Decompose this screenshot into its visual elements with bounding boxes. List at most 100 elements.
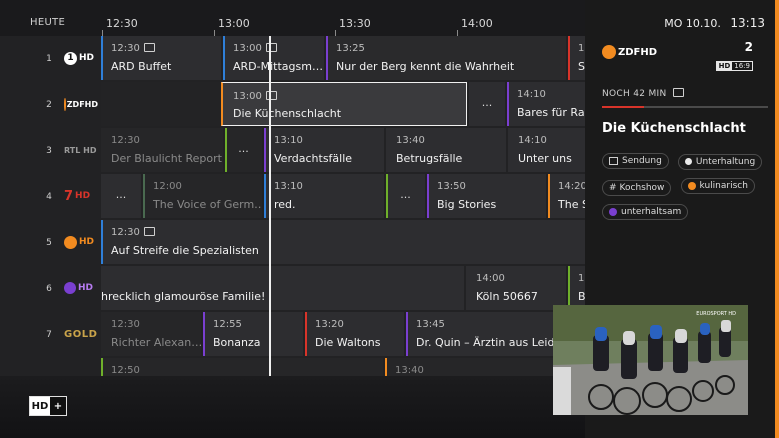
day-label: HEUTE: [30, 17, 66, 28]
orange-dot-icon: [687, 181, 696, 190]
zdf-hd-logo-icon: ZDFHD: [602, 45, 657, 59]
program-time: 13:40: [395, 365, 424, 376]
program-time: 12:00: [153, 181, 182, 192]
program-cell-past: [101, 82, 221, 126]
bottom-bar: [0, 376, 585, 438]
category-bar: [427, 174, 429, 218]
program-title: Unter uns: [518, 152, 572, 165]
sat1-hd-logo-icon[interactable]: HD: [64, 234, 98, 250]
time-bar: HEUTE 12:30 13:00 13:30 14:00: [0, 0, 585, 36]
tag-kulinarisch[interactable]: kulinarisch: [680, 177, 755, 194]
time-tick: [457, 30, 458, 36]
recording-icon: [143, 43, 155, 52]
program-cell[interactable]: 12:30 ARD Buffet: [101, 36, 221, 80]
program-cell[interactable]: 13:50 Big Stories: [427, 174, 546, 218]
program-cell[interactable]: 13:10 Verdachtsfälle: [264, 128, 384, 172]
program-cell[interactable]: 14:10 Unter uns: [508, 128, 585, 172]
program-cell[interactable]: 12:55 Bonanza: [203, 312, 303, 356]
program-title: red.: [274, 198, 296, 211]
program-title: Bares für Rare: [517, 106, 585, 119]
channel-row-7: 7 GOLD 12:30 Richter Alexan… 12:55 Bonan…: [0, 312, 585, 358]
program-title: Der Blaulicht Report: [111, 152, 222, 165]
das-erste-logo-icon[interactable]: 1 HD: [64, 50, 98, 66]
live-preview-video[interactable]: EUROSPORT HD: [553, 305, 748, 415]
tag-list: Sendung Unterhaltung # Kochshow kulinari…: [602, 150, 772, 225]
time-label: 13:30: [339, 17, 371, 30]
program-cell[interactable]: 13:00 ARD-Mittagsm…: [223, 36, 324, 80]
remaining-time: NOCH 42 MIN: [602, 88, 684, 99]
program-cell[interactable]: 13:20 Die Waltons: [305, 312, 404, 356]
program-title: Köln 50667: [476, 290, 538, 303]
rtl2-hd-logo-icon[interactable]: HD: [64, 280, 98, 296]
recording-icon: [265, 43, 277, 52]
program-time: 12:30: [111, 227, 155, 238]
program-title: Verdachtsfälle: [274, 152, 353, 165]
program-cell-short[interactable]: ...: [225, 128, 262, 172]
program-time: 13:45: [416, 319, 445, 330]
program-cell-selected[interactable]: 13:00 Die Küchenschlacht: [221, 82, 467, 126]
program-title: The Voice of Germ…: [153, 198, 262, 211]
program-cell[interactable]: 1 B: [568, 266, 585, 310]
program-time: 13:40: [396, 135, 425, 146]
program-cell[interactable]: hrecklich glamouröse Familie!: [101, 266, 464, 310]
channel-number: 2: [744, 40, 753, 54]
recording-icon: [265, 91, 277, 100]
zdf-hd-logo-icon[interactable]: ZDFHD: [64, 96, 98, 112]
program-time: 13:10: [274, 135, 303, 146]
program-time: 12:30: [111, 319, 140, 330]
time-label: 13:00: [218, 17, 250, 30]
prosieben-hd-logo-icon[interactable]: 7 HD: [64, 188, 91, 204]
program-time: 13:00: [233, 43, 277, 54]
category-bar: [548, 174, 550, 218]
program-time: 1: [578, 273, 585, 284]
program-cell[interactable]: 13:25 Nur der Berg kennt die Wahrheit: [326, 36, 566, 80]
channel-row-4: 4 7 HD ... 12:00 The Voice of Germ… 13:1…: [0, 174, 585, 220]
program-cell[interactable]: 12:30 Auf Streife die Spezialisten: [101, 220, 585, 264]
program-title: Betrugsfälle: [396, 152, 463, 165]
sport-channel-overlay: EUROSPORT HD: [696, 311, 736, 317]
program-cell-short[interactable]: ...: [469, 82, 505, 126]
program-cell[interactable]: 14:00 Köln 50667: [466, 266, 566, 310]
channel-row-5: 5 HD 12:30 Auf Streife die Spezialisten: [0, 220, 585, 266]
program-cell[interactable]: 1 S: [568, 36, 585, 80]
channel-number: 1: [46, 54, 52, 64]
program-cell[interactable]: 13:40 Betrugsfälle: [386, 128, 506, 172]
program-cell-short[interactable]: ...: [101, 174, 141, 218]
hd-plus-logo: HD +: [29, 396, 67, 416]
program-cell-short[interactable]: ...: [386, 174, 425, 218]
program-time: 1: [578, 43, 585, 54]
program-title: Richter Alexan…: [111, 336, 201, 349]
program-time: 12:30: [111, 135, 140, 146]
program-title: B: [578, 290, 585, 303]
progress-track: [602, 106, 768, 108]
program-title: Big Stories: [437, 198, 497, 211]
hd-label: HD: [30, 397, 50, 415]
program-time: 13:00: [233, 91, 277, 102]
program-cell[interactable]: 14:10 Bares für Rare: [507, 82, 585, 126]
broadcast-icon: [609, 157, 618, 165]
program-time: 13:50: [437, 181, 466, 192]
program-time: 13:25: [336, 43, 365, 54]
program-cell[interactable]: 13:10 red.: [264, 174, 384, 218]
rtl-hd-logo-icon[interactable]: RTL HD: [64, 145, 97, 155]
program-cell[interactable]: 14:20 The S: [548, 174, 585, 218]
tag-sendung[interactable]: Sendung: [602, 153, 669, 169]
category-bar: [223, 36, 225, 80]
epg-grid: HEUTE 12:30 13:00 13:30 14:00 1 1 HD 12:…: [0, 0, 585, 438]
program-title: ARD-Mittagsm…: [233, 60, 323, 73]
date-label: MO 10.10.: [664, 17, 721, 30]
time-label: 12:30: [106, 17, 138, 30]
tag-kochshow[interactable]: # Kochshow: [602, 179, 672, 196]
category-bar: [326, 36, 328, 80]
tag-unterhaltung[interactable]: Unterhaltung: [677, 153, 763, 170]
sat1-gold-logo-icon[interactable]: GOLD: [64, 328, 98, 340]
program-time: 14:20: [558, 181, 585, 192]
program-cell[interactable]: 12:00 The Voice of Germ…: [143, 174, 262, 218]
channel-row-6: 6 HD hrecklich glamouröse Familie! 14:00…: [0, 266, 585, 312]
channel-number: 7: [46, 330, 52, 340]
program-title: Nur der Berg kennt die Wahrheit: [336, 60, 515, 73]
tag-unterhaltsam[interactable]: unterhaltsam: [602, 203, 689, 220]
program-cell[interactable]: 12:30 Der Blaulicht Report: [101, 128, 223, 172]
program-cell[interactable]: 12:30 Richter Alexan…: [101, 312, 201, 356]
ratio-badge: 16:9: [734, 62, 750, 70]
